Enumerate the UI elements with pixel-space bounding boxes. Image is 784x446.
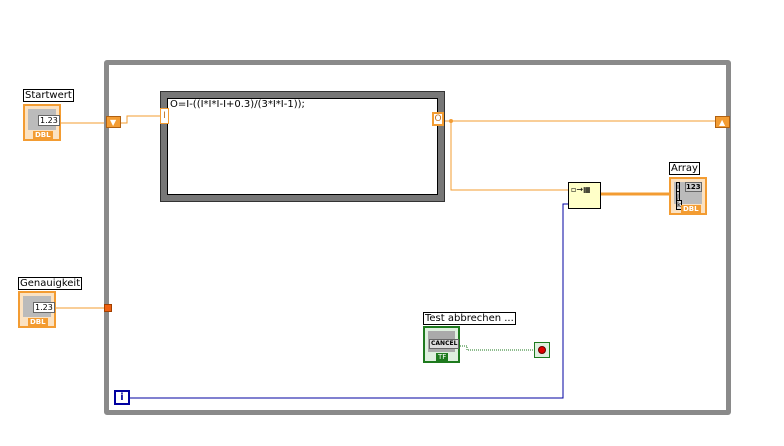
build-array-icon: ▫→▦ <box>571 185 591 194</box>
startwert-label: Startwert <box>23 89 74 102</box>
wire-iteration <box>130 203 568 399</box>
formula-input-I[interactable]: I <box>160 108 169 124</box>
cancel-button-terminal[interactable]: CANCEL TF <box>423 326 460 363</box>
while-loop[interactable] <box>104 60 731 415</box>
array-label: Array <box>669 162 700 175</box>
formula-output-O[interactable]: O <box>432 112 444 126</box>
datatype: DBL <box>681 205 701 213</box>
arrow-up-icon: ▲ <box>719 118 726 127</box>
tunnel <box>104 304 112 312</box>
datatype: TF <box>436 353 449 361</box>
cancel-label: CANCEL <box>429 339 460 349</box>
stop-icon <box>538 346 546 354</box>
stop-condition-terminal[interactable] <box>534 342 550 358</box>
wire-junction <box>449 119 453 123</box>
build-array-node[interactable]: ▫→▦ <box>568 182 601 209</box>
value: 1.23 <box>38 115 60 126</box>
formula-node[interactable]: O=I-((I*I*I-I+0.3)/(3*I*I-1)); <box>160 91 445 202</box>
wire-stop <box>460 345 534 351</box>
test-abbrechen-label: Test abbrechen ... <box>423 312 516 325</box>
datatype: DBL <box>28 318 48 326</box>
iteration-terminal[interactable]: i <box>114 390 130 405</box>
shift-register-right[interactable]: ▲ <box>715 116 730 128</box>
wire-O-to-build <box>450 121 568 191</box>
arrow-down-icon: ▼ <box>110 118 117 127</box>
genauigkeit-label: Genauigkeit <box>18 277 83 290</box>
value: 1.23 <box>33 302 55 313</box>
datatype: DBL <box>33 131 53 139</box>
value: 123 <box>685 182 702 192</box>
wire-shift-to-I <box>121 115 161 124</box>
array-indicator[interactable]: i j k 123 DBL <box>669 177 707 215</box>
formula-expression[interactable]: O=I-((I*I*I-I+0.3)/(3*I*I-1)); <box>170 99 305 110</box>
shift-register-left[interactable]: ▼ <box>106 116 121 128</box>
